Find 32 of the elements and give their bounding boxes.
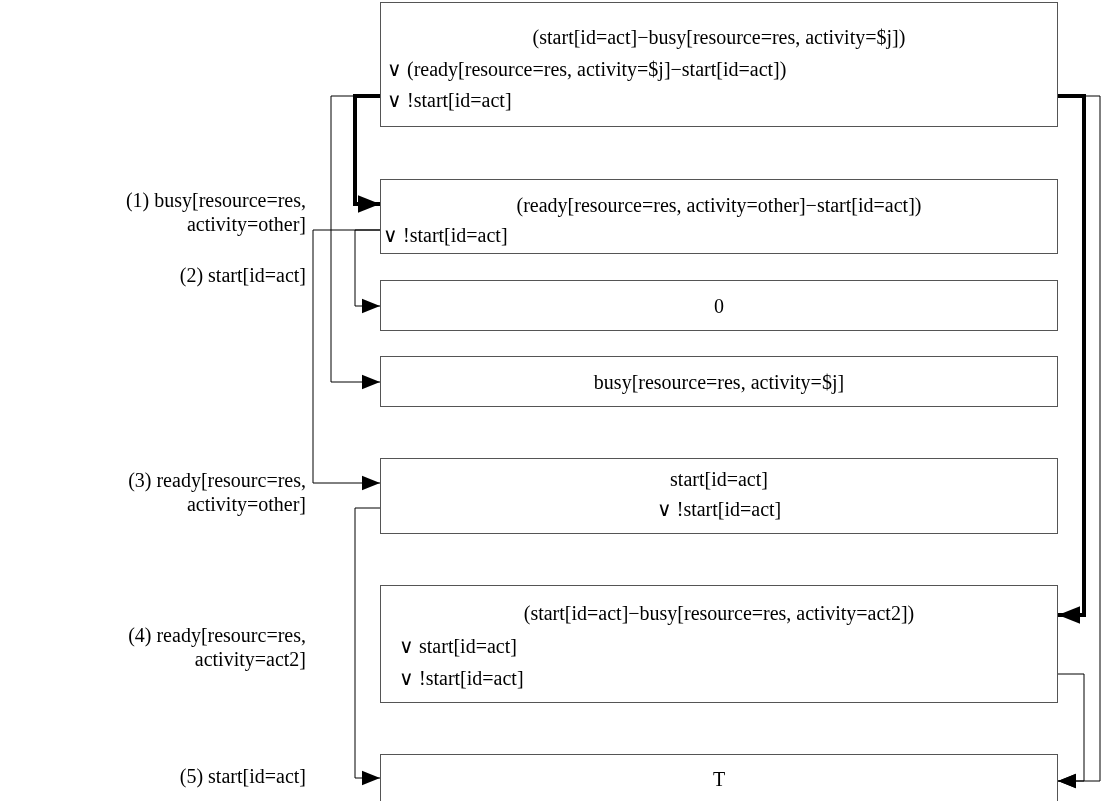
text-box [380,356,1058,407]
arrow [354,507,381,786]
text-box [380,280,1058,331]
formula-text: ∨ start[id=act] [399,634,517,658]
formula-text: ∨ (ready[resource=res, activity=$j]−start[id=act]) [387,57,787,81]
arrow [330,95,381,390]
condition-label: (3) ready[resourc=res, activity=other] [127,468,306,516]
text-box [380,458,1058,534]
text-box [380,2,1058,127]
condition-label: (2) start[id=act] [178,263,306,287]
text-box [380,754,1058,801]
condition-label: (5) start[id=act] [178,764,306,788]
formula-text: ∨ !start[id=act] [655,497,783,521]
formula-text: T [711,767,727,791]
formula-text: ∨ !start[id=act] [383,223,508,247]
condition-label: (4) ready[resourc=res, activity=act2] [127,623,306,671]
arrow [354,229,381,314]
text-box [380,179,1058,254]
formula-text: ∨ !start[id=act] [399,666,524,690]
arrow [1058,94,1086,624]
formula-text: (ready[resource=res, activity=other]−start[id=act]) [515,193,923,217]
text-box [380,585,1058,703]
formula-text: 0 [713,294,725,318]
formula-text: busy[resource=res, activity=$j] [592,370,846,394]
formula-text: (start[id=act]−busy[resource=res, activity=$j]) [531,25,907,49]
formula-text: start[id=act] [669,467,769,491]
condition-label: (1) busy[resource=res, activity=other] [124,188,306,236]
formula-text: ∨ !start[id=act] [387,88,512,112]
arrow [1057,673,1085,789]
arrow [312,229,381,491]
formula-text: (start[id=act]−busy[resource=res, activity=act2]) [522,601,916,625]
arrow [353,94,380,213]
